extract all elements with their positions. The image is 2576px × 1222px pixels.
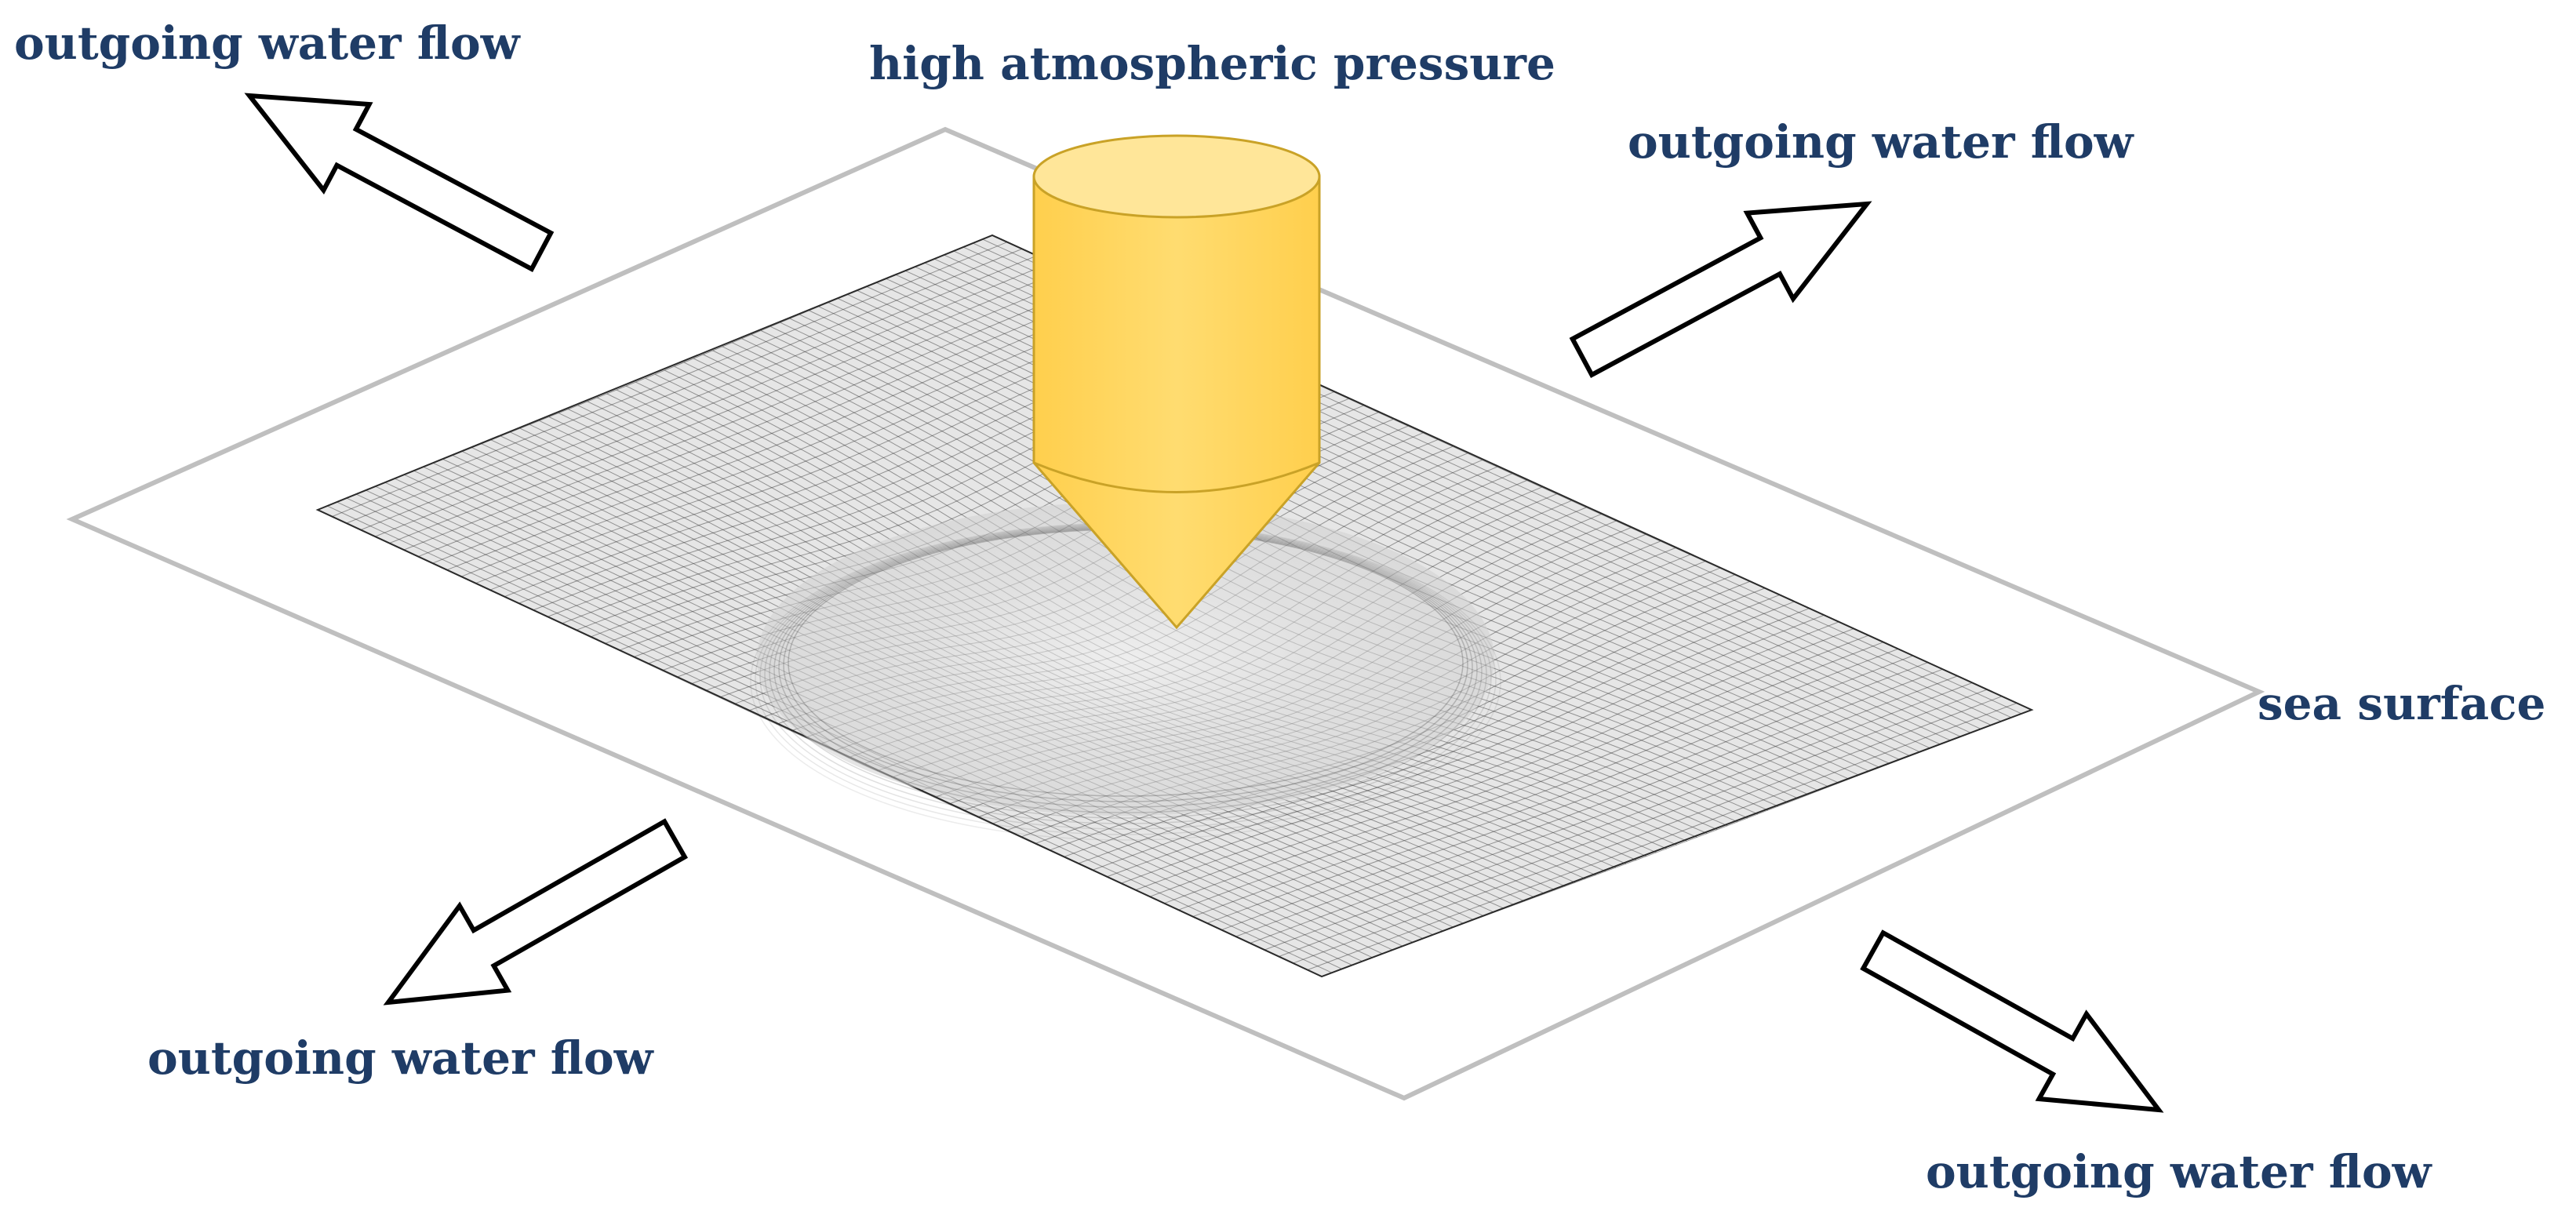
mesh-line — [857, 290, 1890, 764]
mesh-line — [346, 248, 1023, 524]
mesh-line — [446, 296, 1126, 571]
mesh-line — [1120, 614, 1825, 884]
arrow-top-right — [1569, 201, 1872, 378]
mesh-line — [460, 303, 1141, 577]
high-pressure-cylinder — [1032, 134, 1321, 630]
arrow-bottom-left — [383, 818, 688, 1006]
mesh-line — [1077, 595, 1780, 864]
mesh-line — [403, 275, 1082, 551]
mesh-line — [1278, 689, 1988, 958]
mesh-line — [432, 289, 1112, 564]
arrow-top-left — [244, 93, 555, 273]
mesh-line — [1206, 655, 1913, 924]
mesh-line — [1177, 642, 1883, 911]
sea-surface-plane — [66, 126, 2265, 1101]
mesh-line — [360, 255, 1037, 531]
mesh-line — [1106, 608, 1810, 878]
mesh-line — [1192, 648, 1898, 918]
mesh-line — [1149, 628, 1854, 897]
flow-label-top-left: outgoing water flow — [14, 16, 520, 70]
flow-label-top-right: outgoing water flow — [1628, 115, 2134, 169]
flow-label-bottom-left: outgoing water flow — [147, 1031, 653, 1085]
mesh-line — [1221, 662, 1928, 931]
mesh-line — [1264, 682, 1973, 951]
flow-arrows — [244, 93, 2164, 1113]
mesh-line — [1163, 635, 1868, 904]
mesh-line — [1293, 696, 2003, 964]
mesh-line — [1321, 709, 2032, 977]
mesh-line — [317, 235, 993, 511]
sea-surface-label: sea surface — [2258, 677, 2546, 730]
arrow-bottom-right — [1860, 929, 2164, 1113]
mesh-line — [1092, 601, 1795, 871]
mesh-line — [1135, 621, 1839, 891]
mesh-line — [1235, 668, 1943, 937]
mesh-line — [417, 282, 1097, 558]
mesh-line — [1250, 675, 1958, 944]
cylinder-rim — [1033, 461, 1320, 493]
cylinder-top — [1032, 134, 1321, 219]
surface-depression — [757, 502, 1494, 816]
mesh-line — [374, 262, 1052, 537]
mesh-line — [332, 242, 1008, 518]
pressure-label: high atmospheric pressure — [869, 37, 1555, 90]
flow-label-bottom-right: outgoing water flow — [1926, 1145, 2432, 1198]
mesh-line — [1307, 702, 2018, 971]
mesh-line — [389, 268, 1067, 544]
